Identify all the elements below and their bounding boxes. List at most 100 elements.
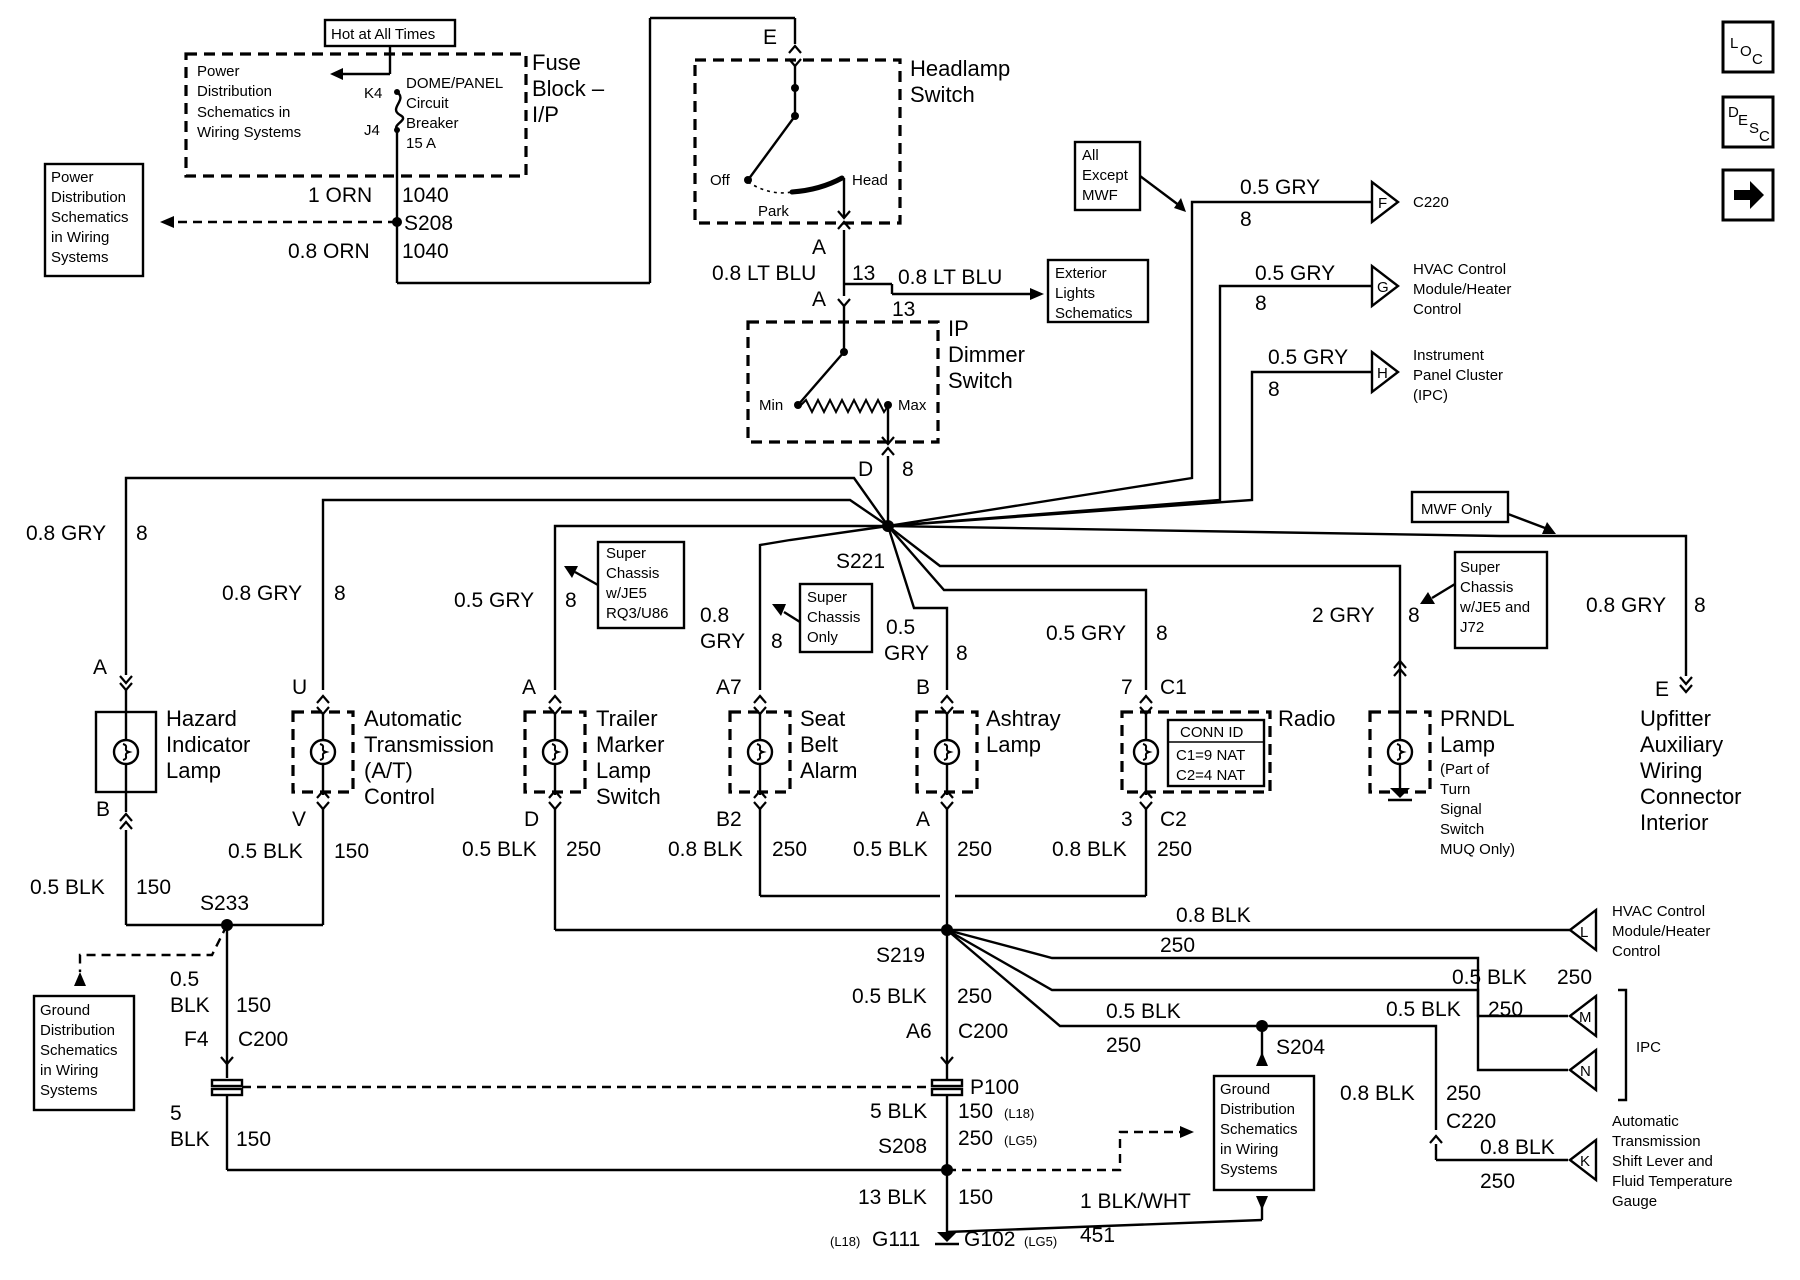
svg-text:F: F <box>1378 195 1387 212</box>
svg-text:B: B <box>96 798 110 821</box>
svg-text:A6: A6 <box>906 1020 932 1043</box>
svg-text:0.5 GRY: 0.5 GRY <box>1046 622 1126 645</box>
svg-text:15 A: 15 A <box>406 135 436 152</box>
svg-text:13: 13 <box>852 262 875 285</box>
svg-text:1040: 1040 <box>402 240 449 263</box>
svg-text:Marker: Marker <box>596 732 664 757</box>
svg-text:C220: C220 <box>1446 1110 1496 1133</box>
svg-text:0.5: 0.5 <box>886 616 915 639</box>
svg-text:1040: 1040 <box>402 184 449 207</box>
svg-text:A: A <box>916 808 930 831</box>
svg-text:(Part of: (Part of <box>1440 761 1490 778</box>
s208-top-wire-in: 1 ORN <box>308 184 372 207</box>
svg-text:0.5 GRY: 0.5 GRY <box>1240 176 1320 199</box>
svg-text:451: 451 <box>1080 1224 1115 1247</box>
svg-text:G: G <box>1377 279 1389 296</box>
desc-button[interactable]: D E S C <box>1721 95 1775 149</box>
s208-top-label: S208 <box>404 212 453 235</box>
svg-text:0.8 GRY: 0.8 GRY <box>1586 594 1666 617</box>
svg-text:P100: P100 <box>970 1076 1019 1099</box>
exterior-lights-ref-box <box>1046 258 1150 324</box>
mwf-only-box <box>1410 490 1510 524</box>
svg-text:V: V <box>292 808 306 831</box>
svg-text:HVAC Control: HVAC Control <box>1413 261 1506 278</box>
svg-text:8: 8 <box>1255 292 1267 315</box>
svg-text:250: 250 <box>1446 1082 1481 1105</box>
svg-text:IP: IP <box>948 316 969 341</box>
svg-text:GRY: GRY <box>700 630 745 653</box>
svg-text:in Wiring: in Wiring <box>51 229 109 246</box>
svg-text:250: 250 <box>958 1127 993 1150</box>
svg-text:0.8 BLK: 0.8 BLK <box>1176 904 1251 927</box>
svg-text:C200: C200 <box>958 1020 1008 1043</box>
svg-text:K: K <box>1580 1153 1590 1170</box>
svg-text:8: 8 <box>902 458 914 481</box>
svg-text:F4: F4 <box>184 1028 209 1051</box>
svg-text:Only: Only <box>807 629 838 646</box>
svg-text:8: 8 <box>956 642 968 665</box>
next-button[interactable] <box>1721 168 1775 222</box>
svg-text:DOME/PANEL: DOME/PANEL <box>406 75 503 92</box>
svg-text:S204: S204 <box>1276 1036 1325 1059</box>
fuse-power-dist-ref: Power Distribution Schematics in Wiring … <box>197 63 301 141</box>
svg-text:150: 150 <box>236 994 271 1017</box>
loc-button[interactable]: L O C <box>1721 20 1775 74</box>
output-f: 0.5 GRY 8 F C220 <box>1240 176 1449 231</box>
svg-text:0.5 GRY: 0.5 GRY <box>1268 346 1348 369</box>
svg-text:Transmission: Transmission <box>1612 1133 1701 1150</box>
svg-text:7: 7 <box>1121 676 1133 699</box>
svg-text:250: 250 <box>957 838 992 861</box>
svg-text:Panel Cluster: Panel Cluster <box>1413 367 1503 384</box>
svg-text:250: 250 <box>1106 1034 1141 1057</box>
svg-text:E: E <box>1655 678 1669 701</box>
ground-hvac: 0.8 BLK 250 L HVAC Control Module/Heater… <box>1160 903 1710 960</box>
note-prndl-box <box>1453 550 1549 650</box>
svg-text:8: 8 <box>565 589 577 612</box>
ip-dimmer-title: IP Dimmer Switch <box>948 316 1025 393</box>
headlamp-switch-title: Headlamp Switch <box>910 56 1010 107</box>
svg-text:Signal: Signal <box>1440 801 1482 818</box>
svg-text:0.8 LT BLU: 0.8 LT BLU <box>712 262 816 285</box>
svg-text:PRNDL: PRNDL <box>1440 706 1515 731</box>
svg-text:Instrument: Instrument <box>1413 347 1485 364</box>
svg-text:L: L <box>1580 924 1588 941</box>
fuse-block-title: Fuse Block – I/P <box>532 50 605 127</box>
svg-text:MWF Only: MWF Only <box>1421 501 1492 518</box>
svg-text:w/JE5: w/JE5 <box>605 585 647 602</box>
svg-text:150: 150 <box>958 1100 993 1123</box>
load-hazard-indicator-lamp: 0.8 GRY 8 A B Hazard Indicator Lamp <box>26 522 250 831</box>
svg-text:Transmission: Transmission <box>364 732 494 757</box>
svg-text:N: N <box>1580 1063 1591 1080</box>
svg-text:S219: S219 <box>876 944 925 967</box>
svg-text:Distribution: Distribution <box>1220 1101 1295 1118</box>
svg-text:(L18): (L18) <box>1004 1106 1034 1121</box>
svg-text:Schematics: Schematics <box>40 1042 118 1059</box>
svg-text:IPC: IPC <box>1636 1039 1661 1056</box>
svg-text:Schematics: Schematics <box>1220 1121 1298 1138</box>
svg-text:150: 150 <box>334 840 369 863</box>
svg-text:Power: Power <box>197 63 240 80</box>
svg-text:Schematics in: Schematics in <box>197 104 290 121</box>
pin-j4: J4 <box>364 122 380 139</box>
svg-text:Shift Lever and: Shift Lever and <box>1612 1153 1713 1170</box>
arrow-up-left-icon <box>564 566 578 578</box>
breaker-label: DOME/PANEL Circuit Breaker 15 A <box>406 75 503 152</box>
desc-label: D <box>1728 104 1739 121</box>
hot-at-all-times-box <box>323 18 457 48</box>
load-at-control: 0.8 GRY 8 U V Automatic Transmission (A/… <box>222 582 494 831</box>
svg-text:250: 250 <box>566 838 601 861</box>
svg-text:8: 8 <box>1268 378 1280 401</box>
svg-text:8: 8 <box>771 630 783 653</box>
arrow-up-left-icon <box>772 604 786 616</box>
svg-text:Gauge: Gauge <box>1612 1193 1657 1210</box>
svg-text:Fuse: Fuse <box>532 50 581 75</box>
arrow-down-icon <box>1256 1196 1268 1210</box>
svg-text:0.5 BLK: 0.5 BLK <box>1106 1000 1181 1023</box>
svg-text:B2: B2 <box>716 808 742 831</box>
svg-text:Lamp: Lamp <box>596 758 651 783</box>
svg-text:M: M <box>1579 1009 1592 1026</box>
svg-text:8: 8 <box>1240 208 1252 231</box>
svg-text:250: 250 <box>772 838 807 861</box>
svg-text:A7: A7 <box>716 676 742 699</box>
